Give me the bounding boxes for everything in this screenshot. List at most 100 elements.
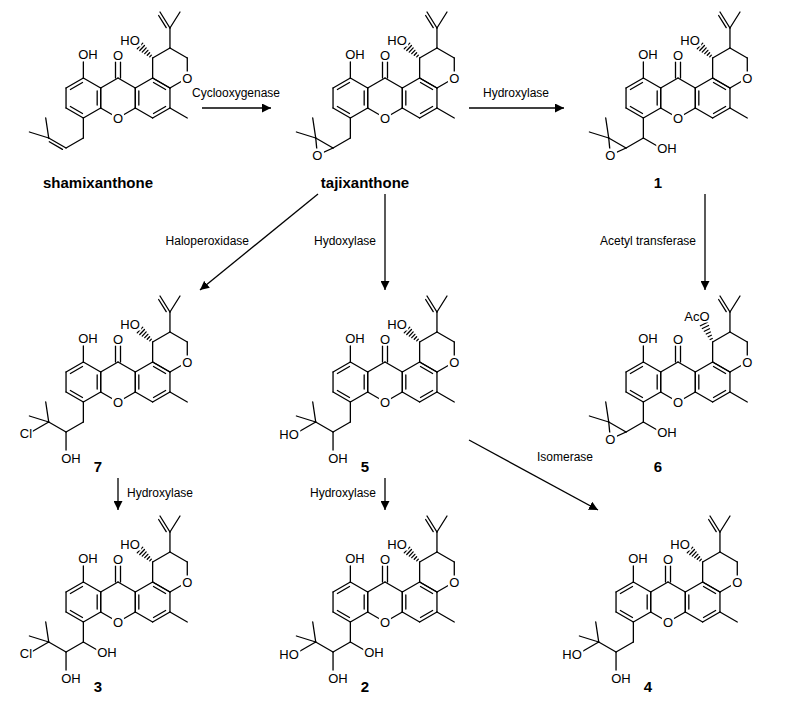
chemical-bond <box>730 12 740 28</box>
atom-label: Cl <box>19 427 33 440</box>
chemical-bond <box>65 88 66 108</box>
chemical-bond <box>419 562 420 582</box>
chemical-bond <box>350 612 367 622</box>
chemical-bond <box>364 595 365 609</box>
chemical-bond <box>615 592 616 612</box>
chemical-bond <box>170 296 180 312</box>
atom-label: O <box>448 576 460 589</box>
chemical-bond <box>680 62 681 78</box>
chemical-bond <box>70 610 82 617</box>
chemical-bond <box>387 566 388 582</box>
atom-label: HO <box>119 318 141 331</box>
chemical-bond <box>385 78 402 88</box>
chemical-bond <box>719 16 727 28</box>
chemical-bond <box>153 367 165 374</box>
chemical-bond <box>437 392 454 402</box>
chemical-bond <box>135 592 136 612</box>
chemical-bond <box>630 390 642 397</box>
chemical-bond <box>437 12 447 28</box>
chemical-bond <box>633 612 650 622</box>
atom-label: O <box>741 356 753 369</box>
chemical-bond <box>437 48 454 58</box>
chemical-bond <box>153 106 165 113</box>
chemical-bond <box>135 108 152 118</box>
chemical-bond <box>706 332 710 334</box>
chemical-bond <box>83 62 84 78</box>
atom-label: O <box>181 356 193 369</box>
chemical-bond <box>135 612 152 622</box>
atom-label: AcO <box>683 310 710 323</box>
structure-skeleton <box>6 8 200 192</box>
atom-label: O <box>448 356 460 369</box>
chemical-bond <box>368 78 385 88</box>
chemical-bond <box>606 402 609 422</box>
bond-group <box>29 296 187 450</box>
atom-label: HO <box>386 318 408 331</box>
chemical-bond <box>83 78 100 88</box>
chemical-bond <box>678 78 695 88</box>
chemical-bond <box>412 554 415 557</box>
chemical-bond <box>65 372 66 392</box>
chemical-bond <box>135 88 136 108</box>
chemical-bond <box>367 88 368 108</box>
atom-label: HO <box>119 538 141 551</box>
atom-label: HO <box>278 648 300 661</box>
chemical-bond <box>118 582 135 592</box>
compound-name: 4 <box>643 679 653 694</box>
chemical-bond <box>83 362 100 372</box>
atom-label: OH <box>77 552 99 565</box>
chemical-bond <box>153 552 170 562</box>
reaction-arrow <box>202 107 271 108</box>
chemical-bond <box>420 83 432 90</box>
chemical-bond <box>150 559 152 561</box>
chemical-bond <box>135 78 152 88</box>
chemical-bond <box>332 372 333 392</box>
chemical-bond <box>643 392 660 402</box>
atom-label: OH <box>96 646 118 659</box>
chemical-bond <box>153 83 165 90</box>
compound-structure: OHOHOOOHOOHOH2 <box>273 512 467 696</box>
chemical-bond <box>702 326 708 329</box>
compound-name: 1 <box>653 175 663 190</box>
chemical-bond <box>625 372 626 392</box>
chemical-bond <box>405 595 406 609</box>
chemical-bond <box>83 402 84 422</box>
chemical-bond <box>426 300 434 312</box>
chemical-bond <box>100 88 101 108</box>
chemical-bond <box>153 332 170 342</box>
chemical-bond <box>616 642 633 652</box>
chemical-bond <box>350 62 351 78</box>
chemical-bond <box>142 552 146 556</box>
chemical-bond <box>350 622 351 642</box>
chemical-bond <box>685 592 686 612</box>
chemical-bond <box>436 372 437 392</box>
chemical-bond <box>135 372 136 392</box>
chemical-bond <box>713 367 725 374</box>
chemical-bond <box>643 78 660 88</box>
chemical-bond <box>169 532 170 552</box>
chemical-bond <box>138 91 139 105</box>
chemical-bond <box>402 108 419 118</box>
compound-name: 5 <box>360 459 370 474</box>
chemical-bond <box>367 592 368 612</box>
chemical-bond <box>633 622 634 642</box>
chemical-bond <box>660 372 661 392</box>
structure-skeleton <box>566 8 760 192</box>
chemical-bond <box>596 622 599 642</box>
chemical-bond <box>685 582 702 592</box>
chemical-bond <box>712 342 713 362</box>
chemical-bond <box>685 612 702 622</box>
bond-group <box>296 296 454 450</box>
chemical-bond <box>729 312 730 332</box>
structure-skeleton <box>273 512 467 696</box>
chemical-bond <box>169 592 170 612</box>
reaction-arrow <box>469 440 598 510</box>
atom-label: OH <box>60 452 82 465</box>
chemical-bond <box>152 58 153 78</box>
chemical-bond <box>417 559 419 561</box>
chemical-bond <box>420 610 432 617</box>
chemical-bond <box>313 622 316 642</box>
atom-label: O <box>112 396 124 409</box>
chemical-bond <box>412 50 415 53</box>
chemical-bond <box>625 88 626 108</box>
